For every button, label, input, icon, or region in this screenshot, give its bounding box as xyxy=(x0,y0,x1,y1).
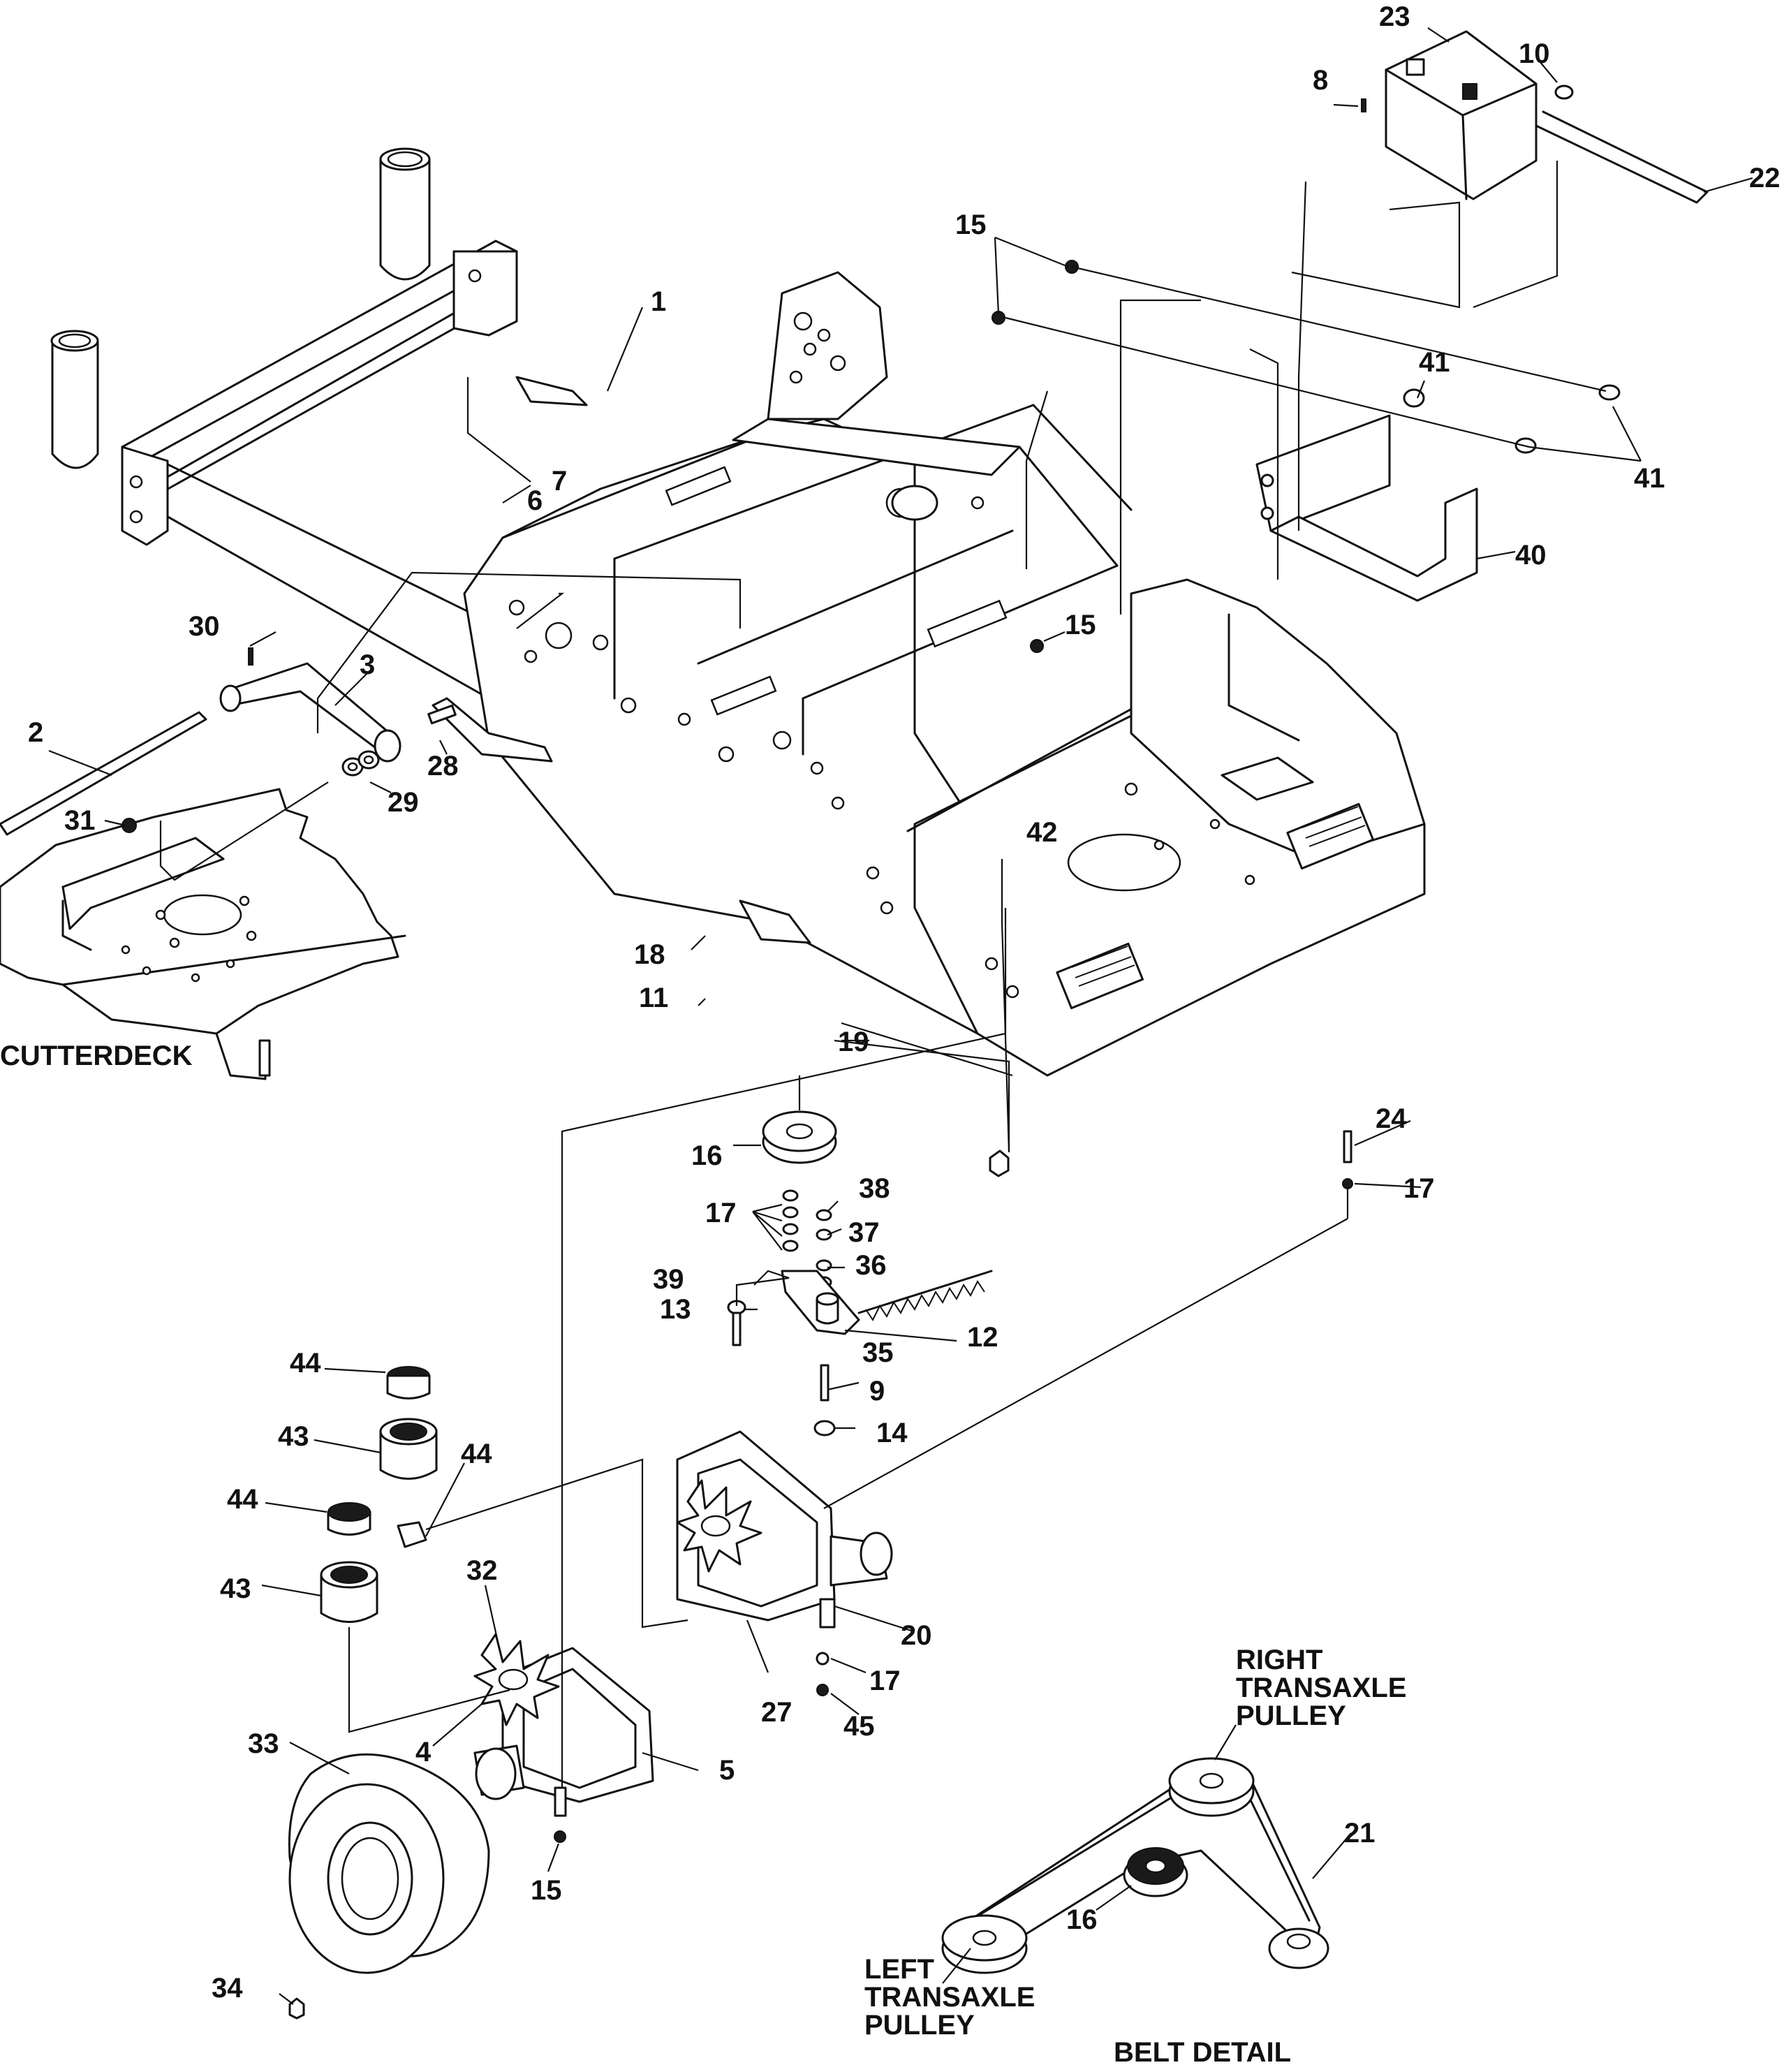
right-transaxle-fan xyxy=(676,1479,762,1573)
callout-33: 33 xyxy=(248,1728,279,1759)
cutterdeck-label: CUTTERDECK xyxy=(0,1041,193,1071)
callout-30: 30 xyxy=(189,611,220,642)
callout-1: 1 xyxy=(651,286,666,317)
right-transaxle xyxy=(676,1430,893,1696)
callout-31: 31 xyxy=(64,805,96,836)
callout-7: 7 xyxy=(552,466,567,497)
right-transaxle-pulley-label-line2: TRANSAXLE xyxy=(1236,1673,1406,1703)
callout-2: 2 xyxy=(28,717,43,748)
callout-44: 44 xyxy=(290,1348,321,1379)
left-transaxle-pulley-label-line2: TRANSAXLE xyxy=(864,1982,1035,2013)
idler-assembly xyxy=(727,1110,1353,1437)
callout-5: 5 xyxy=(719,1755,735,1786)
callout-41: 41 xyxy=(1634,463,1665,494)
right-transaxle-pulley-label-line1: RIGHT xyxy=(1236,1645,1322,1675)
callout-29: 29 xyxy=(388,787,419,818)
callout-3: 3 xyxy=(360,649,375,680)
left-transaxle-pulley-label-line1: LEFT xyxy=(864,1954,934,1985)
callout-labels: 23 10 8 22 15 1 41 41 7 6 40 15 30 3 2 2… xyxy=(28,1,1781,2004)
right-transaxle-pulley-label-line3: PULLEY xyxy=(1236,1700,1346,1731)
callout-27: 27 xyxy=(761,1697,793,1728)
callout-18: 18 xyxy=(634,939,665,970)
callout-43: 43 xyxy=(220,1573,251,1604)
battery-assembly xyxy=(1361,30,1709,204)
main-frame xyxy=(50,147,1426,1077)
callout-6: 6 xyxy=(527,485,543,516)
callout-34: 34 xyxy=(212,1973,243,2004)
callout-32: 32 xyxy=(466,1555,498,1586)
callout-17: 17 xyxy=(1403,1173,1435,1204)
belt-detail-label: BELT DETAIL xyxy=(1114,2037,1291,2068)
cutterdeck-fragment xyxy=(0,788,406,1080)
callout-8: 8 xyxy=(1313,65,1328,96)
callout-22: 22 xyxy=(1749,163,1781,193)
reservoir-assembly xyxy=(320,1366,438,1623)
callout-35: 35 xyxy=(862,1337,894,1368)
callout-10: 10 xyxy=(1519,38,1550,69)
callout-9: 9 xyxy=(869,1376,885,1406)
callout-16: 16 xyxy=(691,1140,723,1171)
battery-tray xyxy=(991,260,1621,653)
callout-28: 28 xyxy=(427,751,459,781)
callout-40: 40 xyxy=(1515,540,1547,571)
captions: CUTTERDECK RIGHT TRANSAXLE PULLEY LEFT T… xyxy=(0,1041,1406,2068)
rear-wheel xyxy=(288,1753,490,2020)
callout-15: 15 xyxy=(1065,610,1096,640)
callout-44: 44 xyxy=(461,1439,492,1469)
callout-13: 13 xyxy=(660,1294,691,1325)
callout-24: 24 xyxy=(1376,1103,1407,1134)
left-transaxle-pulley-label-line3: PULLEY xyxy=(864,2010,975,2041)
callout-19: 19 xyxy=(838,1027,869,1057)
callout-39: 39 xyxy=(653,1264,684,1295)
callout-15: 15 xyxy=(531,1875,562,1906)
callout-4: 4 xyxy=(415,1737,432,1768)
left-transaxle xyxy=(473,1633,654,1843)
left-transaxle-fan xyxy=(473,1633,560,1726)
leader-lines xyxy=(48,27,1753,2005)
callout-17: 17 xyxy=(705,1198,737,1228)
callout-12: 12 xyxy=(967,1322,998,1353)
callout-11: 11 xyxy=(639,983,668,1013)
callout-43: 43 xyxy=(278,1421,309,1452)
callout-36: 36 xyxy=(855,1250,887,1281)
callout-15: 15 xyxy=(955,210,987,240)
lift-arm-assembly xyxy=(0,647,457,836)
callout-21: 21 xyxy=(1344,1818,1376,1849)
callout-20: 20 xyxy=(901,1620,932,1651)
belt-detail xyxy=(941,1757,1329,1974)
callout-23: 23 xyxy=(1379,1,1410,32)
callout-37: 37 xyxy=(848,1217,880,1248)
callout-45: 45 xyxy=(843,1711,875,1742)
callout-38: 38 xyxy=(859,1173,890,1204)
callout-16: 16 xyxy=(1066,1904,1098,1935)
callout-14: 14 xyxy=(876,1418,908,1448)
callout-41: 41 xyxy=(1419,347,1450,378)
callout-42: 42 xyxy=(1026,817,1058,848)
callout-44: 44 xyxy=(227,1484,258,1515)
callout-17: 17 xyxy=(869,1666,901,1696)
